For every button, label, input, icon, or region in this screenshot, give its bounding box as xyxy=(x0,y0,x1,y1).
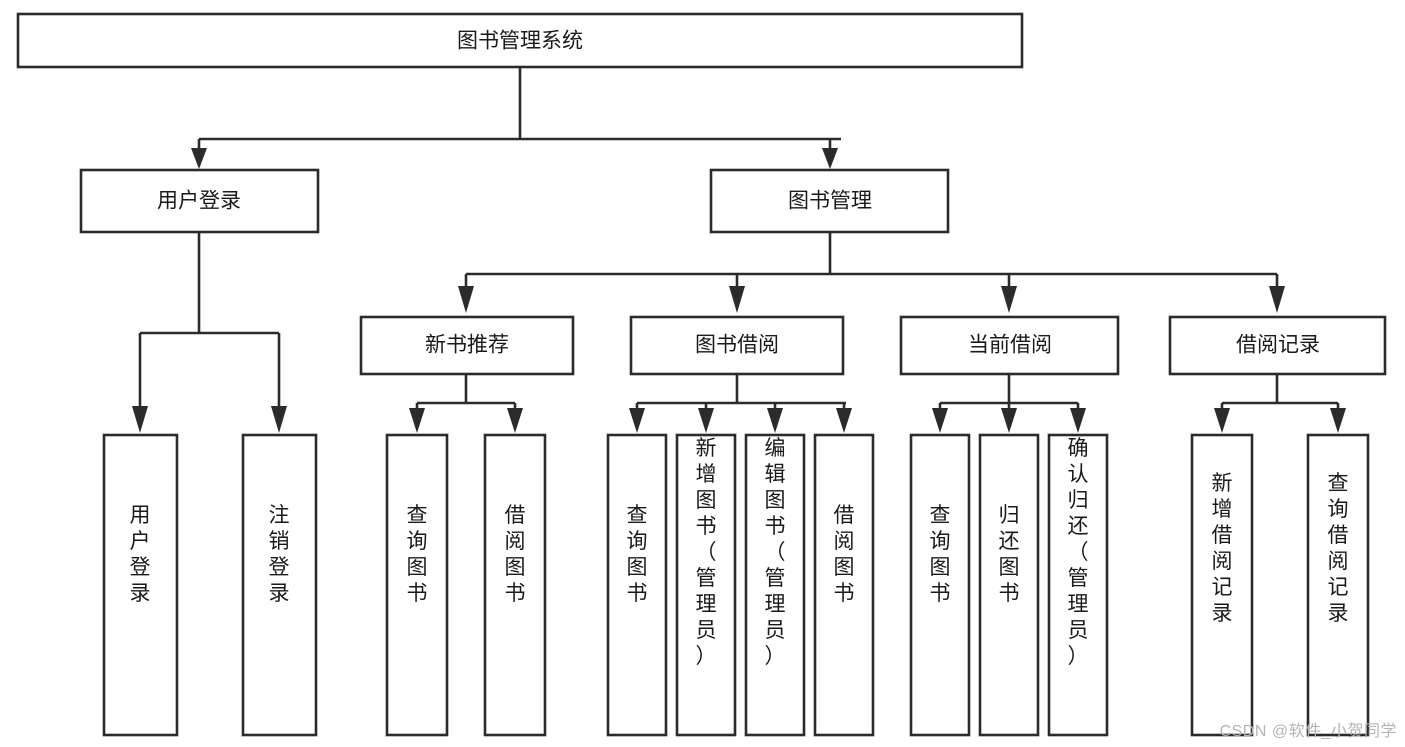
node-leaf-query-book-3-label: 查询图书 xyxy=(930,504,951,605)
node-leaf-add-record-box[interactable] xyxy=(1190,433,1254,737)
node-leaf-logout-label: 注销登录 xyxy=(269,504,290,605)
node-leaf-add-book[interactable]: 新增图书（管理员） xyxy=(675,433,737,737)
node-leaf-add-record-label: 新增借阅记录 xyxy=(1212,472,1233,625)
node-book-borrow[interactable]: 图书借阅 xyxy=(629,315,845,376)
arrow-new-book-rec xyxy=(458,286,474,313)
node-book-borrow-label: 图书借阅 xyxy=(695,334,779,357)
node-borrow-record-label: 借阅记录 xyxy=(1236,334,1320,357)
node-leaf-query-record[interactable]: 查询借阅记录 xyxy=(1306,433,1370,737)
node-leaf-confirm-return-box[interactable] xyxy=(1047,433,1109,737)
node-leaf-query-book-3[interactable]: 查询图书 xyxy=(909,433,971,737)
node-user-login-label: 用户登录 xyxy=(157,190,241,213)
arrow-user-login xyxy=(191,148,207,169)
node-leaf-edit-book-label: 编辑图书（管理员） xyxy=(765,437,786,668)
node-book-borrow-box[interactable] xyxy=(629,315,845,376)
node-leaf-query-book-2-label: 查询图书 xyxy=(627,504,648,605)
node-leaf-confirm-return-label: 确认归还（管理员） xyxy=(1068,437,1089,668)
arrow-leaf-query-book-2 xyxy=(629,408,645,433)
arrow-current-borrow xyxy=(1001,286,1017,313)
node-current-borrow-label: 当前借阅 xyxy=(968,334,1052,357)
node-leaf-query-book-3-box[interactable] xyxy=(909,433,971,737)
node-leaf-borrow-book-1[interactable]: 借阅图书 xyxy=(483,433,547,737)
arrow-leaf-logout xyxy=(271,406,287,433)
node-leaf-return-book-label: 归还图书 xyxy=(999,504,1020,605)
arrow-leaf-borrow-book-1 xyxy=(507,408,523,433)
node-leaf-query-book-1[interactable]: 查询图书 xyxy=(385,433,449,737)
node-book-manage[interactable]: 图书管理 xyxy=(709,168,950,234)
arrow-leaf-confirm-return xyxy=(1070,408,1086,433)
node-leaf-query-book-1-label: 查询图书 xyxy=(407,504,428,605)
node-leaf-confirm-return[interactable]: 确认归还（管理员） xyxy=(1047,433,1109,737)
node-leaf-query-book-2[interactable]: 查询图书 xyxy=(606,433,668,737)
node-leaf-query-book-2-box[interactable] xyxy=(606,433,668,737)
node-current-borrow[interactable]: 当前借阅 xyxy=(899,315,1120,376)
node-book-manage-label: 图书管理 xyxy=(788,190,872,213)
node-current-borrow-box[interactable] xyxy=(899,315,1120,376)
node-leaf-add-book-label: 新增图书（管理员） xyxy=(696,437,717,668)
node-new-book-rec-label: 新书推荐 xyxy=(425,334,509,357)
arrow-borrow-record xyxy=(1269,286,1285,313)
node-leaf-return-book-box[interactable] xyxy=(978,433,1040,737)
connector-layer xyxy=(132,67,1346,433)
node-leaf-edit-book-box[interactable] xyxy=(744,433,806,737)
node-leaf-logout[interactable]: 注销登录 xyxy=(241,433,318,737)
node-root-box[interactable] xyxy=(16,12,1024,69)
node-leaf-logout-box[interactable] xyxy=(241,433,318,737)
node-leaf-borrow-book-2[interactable]: 借阅图书 xyxy=(813,433,875,737)
arrow-book-borrow xyxy=(729,286,745,313)
node-root-label: 图书管理系统 xyxy=(457,30,583,53)
arrow-leaf-edit-book xyxy=(767,408,783,433)
node-leaf-edit-book[interactable]: 编辑图书（管理员） xyxy=(744,433,806,737)
node-leaf-borrow-book-2-label: 借阅图书 xyxy=(834,504,855,605)
arrow-leaf-borrow-book-2 xyxy=(836,408,852,433)
node-user-login[interactable]: 用户登录 xyxy=(79,168,320,234)
node-leaf-query-book-1-box[interactable] xyxy=(385,433,449,737)
node-new-book-rec-box[interactable] xyxy=(359,315,575,376)
arrow-leaf-add-record xyxy=(1214,408,1230,433)
arrow-leaf-return-book xyxy=(1001,408,1017,433)
node-book-manage-box[interactable] xyxy=(709,168,950,234)
node-leaf-borrow-book-2-box[interactable] xyxy=(813,433,875,737)
node-borrow-record[interactable]: 借阅记录 xyxy=(1168,315,1387,376)
arrow-leaf-query-book-1 xyxy=(409,408,425,433)
node-borrow-record-box[interactable] xyxy=(1168,315,1387,376)
node-leaf-return-book[interactable]: 归还图书 xyxy=(978,433,1040,737)
arrow-leaf-query-book-3 xyxy=(932,408,948,433)
node-leaf-query-record-box[interactable] xyxy=(1306,433,1370,737)
arrow-leaf-query-record xyxy=(1330,408,1346,433)
arrow-leaf-add-book xyxy=(698,408,714,433)
node-leaf-borrow-book-1-box[interactable] xyxy=(483,433,547,737)
arrow-book-manage xyxy=(822,148,838,169)
node-root[interactable]: 图书管理系统 xyxy=(16,12,1024,69)
node-leaf-user-login[interactable]: 用户登录 xyxy=(102,433,179,737)
node-leaf-query-record-label: 查询借阅记录 xyxy=(1328,472,1349,625)
node-new-book-rec[interactable]: 新书推荐 xyxy=(359,315,575,376)
node-leaf-user-login-label: 用户登录 xyxy=(130,504,151,605)
node-leaf-add-book-box[interactable] xyxy=(675,433,737,737)
node-leaf-add-record[interactable]: 新增借阅记录 xyxy=(1190,433,1254,737)
node-leaf-borrow-book-1-label: 借阅图书 xyxy=(505,504,526,605)
node-leaf-user-login-box[interactable] xyxy=(102,433,179,737)
node-user-login-box[interactable] xyxy=(79,168,320,234)
arrow-leaf-user-login xyxy=(132,406,148,433)
